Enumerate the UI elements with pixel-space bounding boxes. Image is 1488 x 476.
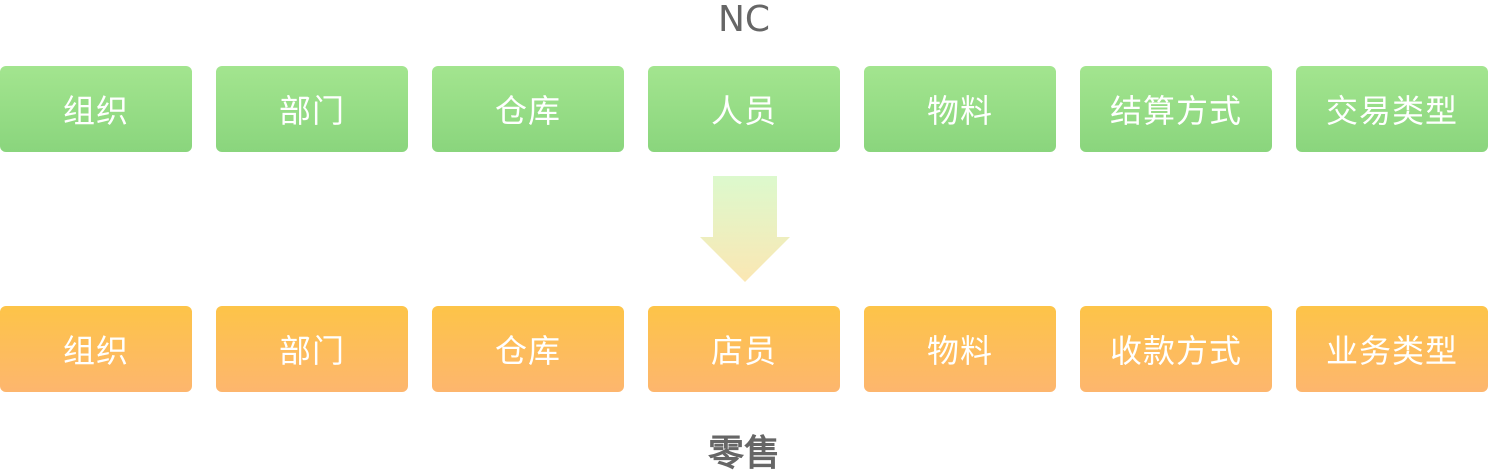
retail-box-clerk: 店员 (648, 306, 840, 392)
nc-box-department: 部门 (216, 66, 408, 152)
nc-box-material: 物料 (864, 66, 1056, 152)
nc-box-personnel: 人员 (648, 66, 840, 152)
retail-box-business-type: 业务类型 (1296, 306, 1488, 392)
down-arrow-icon (700, 176, 790, 282)
retail-box-department: 部门 (216, 306, 408, 392)
retail-box-warehouse: 仓库 (432, 306, 624, 392)
nc-system-label: NC (717, 0, 771, 40)
nc-entity-row: 组织 部门 仓库 人员 物料 结算方式 交易类型 (0, 66, 1488, 152)
retail-system-label: 零售 (707, 433, 780, 474)
nc-box-settlement-method: 结算方式 (1080, 66, 1272, 152)
nc-box-warehouse: 仓库 (432, 66, 624, 152)
retail-box-material: 物料 (864, 306, 1056, 392)
retail-entity-row: 组织 部门 仓库 店员 物料 收款方式 业务类型 (0, 306, 1488, 392)
retail-box-payment-method: 收款方式 (1080, 306, 1272, 392)
retail-box-organization: 组织 (0, 306, 192, 392)
nc-box-transaction-type: 交易类型 (1296, 66, 1488, 152)
nc-box-organization: 组织 (0, 66, 192, 152)
